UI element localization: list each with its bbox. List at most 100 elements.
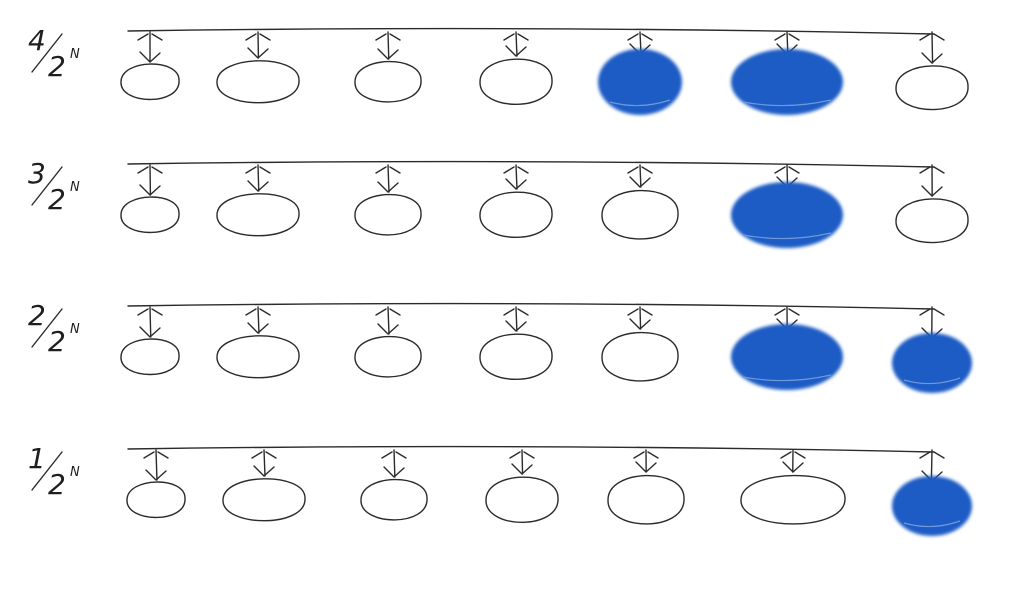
empty-node — [740, 449, 846, 525]
node-outline — [479, 58, 553, 106]
fraction-slash — [31, 451, 63, 491]
node-outline — [601, 189, 679, 240]
empty-node — [120, 31, 180, 101]
connector-arrow — [155, 449, 158, 481]
wire-tick — [627, 33, 653, 41]
connector-arrow — [393, 449, 396, 478]
empty-node — [126, 449, 186, 519]
top-wire — [127, 160, 935, 168]
arrow-head-icon — [635, 461, 657, 473]
connector-arrow — [263, 449, 266, 477]
top-wire — [127, 27, 935, 35]
node-outline — [354, 60, 422, 103]
wire-tick — [503, 166, 529, 174]
connector-arrow — [515, 306, 518, 332]
connector-arrow — [930, 449, 933, 482]
arrow-head-icon — [629, 318, 651, 330]
filled-node — [731, 164, 843, 248]
connector-arrow — [521, 449, 524, 475]
wire-tick — [245, 166, 271, 174]
connector-arrow — [387, 306, 390, 335]
wire-tick — [633, 451, 659, 459]
wire-tick — [774, 33, 800, 41]
fraction-denominator: 2 — [48, 50, 66, 83]
arrow-head-icon — [139, 51, 161, 63]
connector-arrow — [387, 31, 390, 60]
node-highlight — [742, 374, 832, 382]
arrow-head-icon — [505, 178, 527, 190]
node-outline — [120, 196, 180, 234]
empty-node — [479, 164, 553, 239]
connector-arrow — [515, 164, 518, 190]
arrow-head-icon — [505, 45, 527, 57]
arrow-head-icon — [629, 176, 651, 188]
wire-tick — [780, 451, 806, 459]
arrow-head-icon — [921, 185, 943, 197]
node-outline — [216, 335, 300, 379]
fraction-denominator: 2 — [48, 183, 66, 216]
empty-node — [216, 164, 300, 237]
connector-arrow — [639, 164, 642, 188]
arrow-head-icon — [377, 181, 399, 193]
arrow-head-icon — [253, 465, 275, 477]
arrow-head-icon — [383, 466, 405, 478]
connector-arrow — [639, 306, 642, 330]
wire-tick — [627, 166, 653, 174]
wire-tick — [919, 308, 945, 316]
node-highlight — [609, 99, 671, 107]
node-outline — [479, 333, 553, 381]
empty-node — [354, 31, 422, 103]
node-outline — [895, 198, 969, 244]
empty-node — [354, 306, 422, 378]
node-highlight — [903, 377, 961, 385]
arrow-head-icon — [377, 323, 399, 335]
arrow-head-icon — [377, 48, 399, 60]
fraction-denominator: 2 — [48, 325, 66, 358]
fraction-slash — [31, 33, 63, 73]
node-outline — [120, 338, 180, 376]
wire-tick — [381, 451, 407, 459]
node-outline — [485, 476, 559, 524]
node-outline — [895, 65, 969, 111]
wire-tick — [137, 166, 163, 174]
wire-tick — [245, 33, 271, 41]
wire-tick — [375, 166, 401, 174]
wire-tick — [245, 308, 271, 316]
node-highlight — [903, 520, 961, 528]
empty-node — [216, 31, 300, 104]
wire-tick — [143, 451, 169, 459]
node-fill — [892, 333, 972, 393]
wire-tick — [919, 33, 945, 41]
wire-tick — [774, 308, 800, 316]
top-wire — [127, 445, 935, 453]
node-highlight — [742, 99, 832, 107]
arrow-head-icon — [139, 184, 161, 196]
arrow-head-icon — [505, 320, 527, 332]
fraction-exponent: N — [70, 47, 80, 62]
arrow-head-icon — [145, 469, 167, 481]
node-fill — [731, 324, 843, 390]
arrow-head-icon — [247, 180, 269, 192]
empty-node — [354, 164, 422, 236]
node-outline — [479, 191, 553, 239]
arrow-head-icon — [247, 322, 269, 334]
node-fill — [731, 49, 843, 115]
wire-tick — [375, 308, 401, 316]
arrow-head-icon — [782, 461, 804, 473]
filled-node — [892, 306, 972, 393]
arrow-head-icon — [247, 47, 269, 59]
empty-node — [120, 164, 180, 234]
fraction-numerator: 3 — [28, 157, 46, 190]
wire-tick — [774, 166, 800, 174]
empty-node — [479, 306, 553, 381]
fraction-exponent: N — [70, 322, 80, 337]
filled-node — [731, 31, 843, 115]
